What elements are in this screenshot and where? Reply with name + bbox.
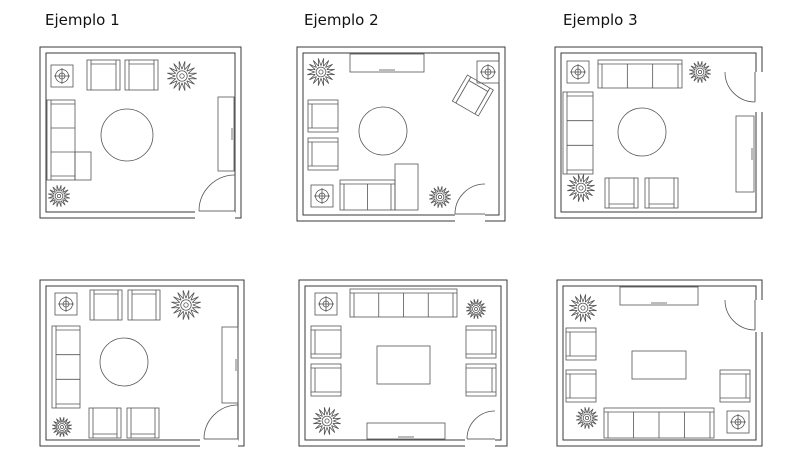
column-label-2: Ejemplo 2 (304, 11, 379, 29)
table-lamp-icon (310, 184, 334, 208)
ejemplo-3-a (554, 46, 763, 219)
door-icon (454, 183, 486, 215)
tv-unit-icon (349, 53, 425, 73)
armchair-icon (565, 327, 597, 361)
round-table-icon (617, 107, 667, 157)
armchair-icon (127, 289, 161, 321)
round-table-icon (100, 108, 154, 162)
column-label-1: Ejemplo 1 (45, 11, 120, 29)
armchair-icon (88, 407, 122, 439)
ejemplo-3-b (556, 279, 763, 447)
plant-icon (307, 58, 335, 86)
armchair-icon (644, 177, 679, 209)
sofa-icon (603, 407, 715, 439)
armchair-icon (451, 74, 494, 117)
table-lamp-icon (566, 60, 590, 84)
round-table-icon (358, 106, 408, 156)
coffee-table-icon (631, 350, 687, 380)
armchair-icon (719, 369, 751, 403)
door-icon (203, 404, 239, 440)
armchair-icon (465, 363, 497, 397)
armchair-icon (86, 59, 121, 91)
door-icon (724, 71, 756, 103)
plant-icon (567, 174, 595, 202)
plant-icon (313, 407, 341, 435)
round-table-icon (99, 337, 149, 387)
sofa-icon (349, 288, 458, 318)
armchair-icon (465, 325, 497, 359)
tv-unit-icon (735, 115, 755, 193)
tv-unit-icon (366, 422, 446, 440)
tv-unit-icon (619, 286, 699, 306)
door-icon (198, 174, 236, 212)
plant-icon (167, 61, 197, 91)
sofa-icon (562, 91, 594, 175)
armchair-icon (604, 177, 639, 209)
armchair-icon (310, 325, 342, 359)
armchair-icon (126, 407, 160, 439)
table-lamp-icon (314, 292, 338, 316)
armchair-icon (565, 369, 597, 403)
armchair-icon (89, 289, 123, 321)
ejemplo-2-b (298, 279, 508, 447)
plant-icon (52, 417, 72, 437)
sofa-icon (339, 179, 396, 211)
sofa-icon (46, 99, 76, 181)
sofa-icon (51, 325, 81, 409)
door-icon (724, 299, 756, 331)
plant-icon (48, 185, 70, 207)
coffee-table-icon (376, 345, 431, 385)
armchair-icon (307, 137, 339, 171)
ejemplo-1-a (39, 46, 242, 219)
plant-icon (429, 186, 451, 208)
column-label-3: Ejemplo 3 (563, 11, 638, 29)
armchair-icon (307, 99, 339, 133)
plant-icon (466, 299, 486, 319)
table-lamp-icon (54, 292, 78, 316)
plant-icon (569, 294, 597, 322)
plant-icon (171, 290, 201, 320)
ejemplo-2-a (296, 46, 506, 222)
armchair-icon (310, 363, 342, 397)
armchair-icon (124, 59, 159, 91)
plant-icon (576, 407, 598, 429)
tv-unit-icon (221, 326, 239, 404)
tv-unit-icon (217, 96, 235, 172)
table-lamp-icon (50, 64, 74, 88)
sofa-icon (597, 59, 683, 89)
plant-icon (689, 61, 711, 83)
table-lamp-icon (726, 410, 750, 434)
ejemplo-1-b (39, 279, 245, 447)
table-lamp-icon (476, 60, 500, 84)
door-icon (466, 410, 496, 440)
